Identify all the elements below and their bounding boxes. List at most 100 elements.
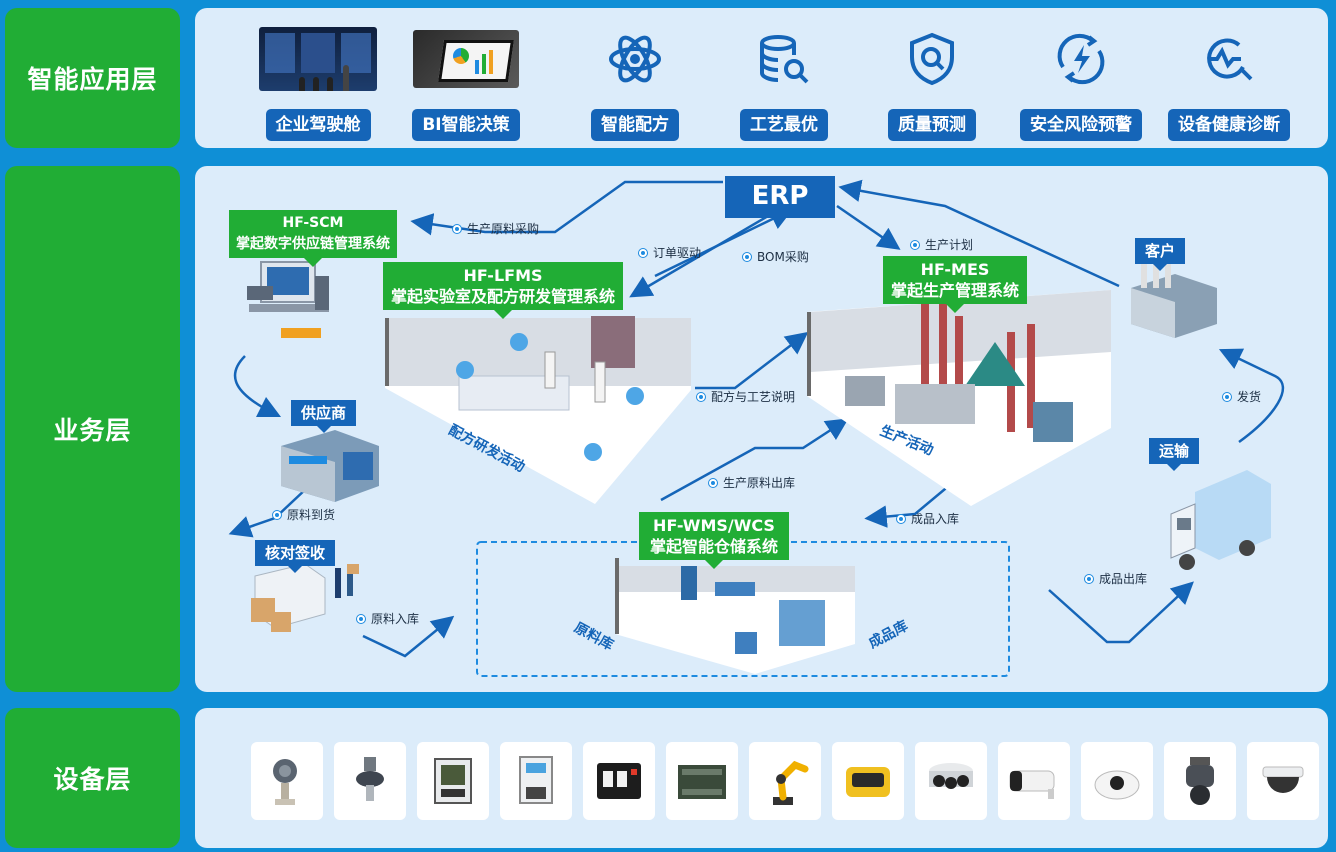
controller-box-icon (597, 763, 641, 799)
flow-text: 订单驱动 (653, 246, 702, 260)
device-card[interactable] (251, 742, 323, 820)
app-label[interactable]: 工艺最优 (740, 109, 828, 141)
customer-tag: 客户 (1135, 238, 1186, 271)
flow-text: 生产原料出库 (723, 476, 796, 490)
flow-text: 原料入库 (371, 612, 420, 626)
lab-scene (385, 316, 691, 504)
device-card[interactable] (334, 742, 406, 820)
layer-label-business: 业务层 (5, 166, 180, 692)
check-tag: 核对签收 (255, 540, 336, 573)
dome-camera-icon (1262, 766, 1304, 793)
flow-label: 原料入库 (357, 610, 419, 627)
flow-dot (697, 392, 705, 401)
flow-text: 成品出库 (1099, 572, 1148, 586)
flow-label: 生产原料采购 (453, 220, 539, 237)
device-card[interactable] (666, 742, 738, 820)
flow-label: 原料到货 (273, 506, 335, 523)
supplier-building (281, 430, 379, 502)
robot-arm-icon (773, 760, 809, 805)
flow-dot (1223, 392, 1231, 401)
app-label[interactable]: 质量预测 (888, 109, 976, 141)
app-item-cockpit[interactable]: 企业驾驶舱 (253, 26, 383, 141)
flow-label: 订单驱动 (639, 244, 701, 261)
wms-code: HF-WMS/WCS (653, 516, 775, 535)
pulse-search-icon (1207, 38, 1253, 81)
flow-dot (709, 478, 717, 487)
bi-tablet-photo (413, 30, 519, 88)
lfms-title[interactable]: HF-LFMS 掌起实验室及配方研发管理系统 (383, 262, 623, 319)
device-card[interactable] (500, 742, 572, 820)
app-item-safety[interactable]: 安全风险预警 (1016, 26, 1146, 141)
lfms-name: 掌起实验室及配方研发管理系统 (390, 287, 615, 306)
device-card[interactable] (998, 742, 1070, 820)
device-card[interactable] (1164, 742, 1236, 820)
check-in-illustration (251, 563, 359, 632)
flow-label: 生产计划 (911, 236, 973, 253)
wms-title[interactable]: HF-WMS/WCS 掌起智能仓储系统 (639, 512, 789, 569)
rfid-reader-icon (846, 767, 890, 797)
app-item-process[interactable]: 工艺最优 (719, 26, 849, 141)
device-card[interactable] (417, 742, 489, 820)
flow-dot (1085, 574, 1093, 583)
pressure-transmitter-icon (356, 757, 384, 801)
fisheye-camera-icon (1094, 770, 1140, 800)
flow-text: BOM采购 (757, 250, 809, 264)
mes-code: HF-MES (920, 260, 990, 279)
multi-lens-camera-icon (929, 763, 973, 789)
atom-icon (609, 35, 661, 83)
flow-text: 成品入库 (911, 512, 960, 526)
app-label[interactable]: 企业驾驶舱 (265, 109, 371, 141)
device-card[interactable] (749, 742, 821, 820)
app-label[interactable]: BI智能决策 (412, 109, 520, 141)
flow-label: 成品出库 (1085, 570, 1147, 587)
flow-diagram (228, 179, 1285, 677)
app-label[interactable]: 安全风险预警 (1020, 109, 1142, 141)
flow-dot (911, 240, 919, 249)
flow-text: 配方与工艺说明 (711, 390, 796, 404)
flow-label: BOM采购 (743, 248, 809, 265)
transport-tag: 运输 (1149, 438, 1200, 471)
app-item-quality[interactable]: 质量预测 (867, 26, 997, 141)
flow-dot (273, 510, 281, 519)
power-meter-icon (434, 758, 472, 804)
plc-module-icon (678, 765, 726, 799)
erp-box[interactable]: ERP (725, 176, 835, 218)
database-search-icon (760, 35, 809, 84)
flow-label: 成品入库 (897, 510, 959, 527)
scm-name: 掌起数字供应链管理系统 (236, 236, 390, 252)
flow-text: 原料到货 (287, 508, 336, 522)
wms-name: 掌起智能仓储系统 (649, 537, 778, 556)
flow-label: 生产原料出库 (709, 474, 795, 491)
bullet-camera-icon (1009, 770, 1055, 799)
flow-text: 发货 (1237, 390, 1262, 404)
device-card[interactable] (1247, 742, 1319, 820)
explosion-proof-sensor-icon (273, 759, 297, 805)
flow-dot (453, 224, 461, 233)
flow-text: 生产计划 (925, 238, 974, 252)
layer-label-device: 设备层 (5, 708, 180, 848)
app-item-recipe[interactable]: 智能配方 (570, 26, 700, 141)
app-label[interactable]: 智能配方 (591, 109, 679, 141)
application-panel: 企业驾驶舱 BI智能决策 智能配方 (195, 8, 1328, 148)
device-card[interactable] (832, 742, 904, 820)
warehouse-scene (615, 558, 855, 674)
electric-meter-icon (519, 756, 553, 804)
flow-dot (357, 614, 365, 623)
device-card[interactable] (915, 742, 987, 820)
scm-title[interactable]: HF-SCM 掌起数字供应链管理系统 (229, 210, 397, 267)
flow-dot (897, 514, 905, 523)
flow-dot (743, 252, 751, 261)
device-card[interactable] (1081, 742, 1153, 820)
lfms-code: HF-LFMS (463, 266, 543, 285)
mes-name: 掌起生产管理系统 (890, 281, 1019, 300)
flow-label: 发货 (1223, 388, 1261, 405)
device-card[interactable] (583, 742, 655, 820)
app-item-bi[interactable]: BI智能决策 (401, 26, 531, 141)
layer-label-application: 智能应用层 (5, 8, 180, 148)
scm-code: HF-SCM (282, 215, 344, 231)
ptz-camera-icon (1186, 757, 1214, 805)
app-label[interactable]: 设备健康诊断 (1168, 109, 1290, 141)
mes-title[interactable]: HF-MES 掌起生产管理系统 (883, 256, 1027, 313)
app-item-health[interactable]: 设备健康诊断 (1164, 26, 1294, 141)
device-panel (195, 708, 1328, 848)
